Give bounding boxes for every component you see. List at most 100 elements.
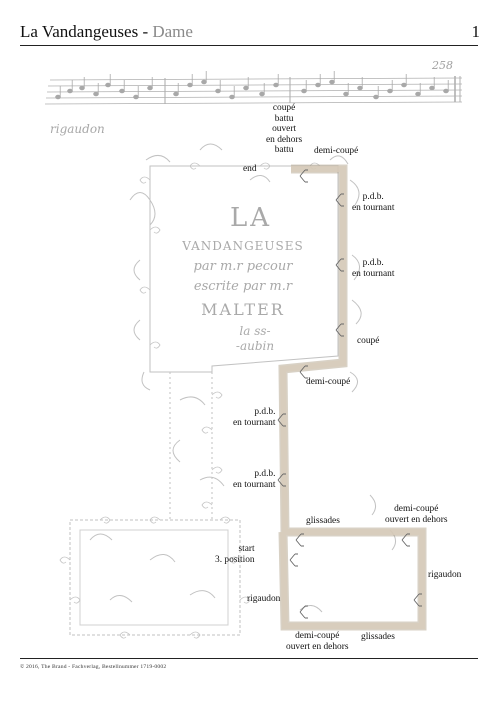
music-note	[229, 94, 235, 100]
step-label-top-stack: coupé battu ouvert en dehors battu	[266, 103, 303, 156]
music-note	[401, 82, 407, 88]
music-note	[67, 88, 73, 94]
frame-tendril	[99, 516, 111, 524]
step-label-pdb-1: p.d.b. en tournant	[352, 192, 395, 213]
music-note	[301, 88, 307, 94]
music-note	[93, 91, 99, 97]
step-symbol	[413, 593, 422, 607]
frame-tendril	[149, 516, 161, 524]
cartouche-line-1: LA	[230, 203, 272, 233]
music-note	[243, 85, 249, 91]
step-symbol	[277, 473, 286, 487]
frame-tendril	[189, 162, 201, 170]
music-note	[329, 79, 335, 85]
dance-path	[278, 164, 427, 631]
step-symbol	[277, 413, 286, 427]
music-note	[429, 85, 435, 91]
title-separator: -	[138, 22, 153, 41]
music-note	[215, 88, 221, 94]
dance-role: Dame	[152, 22, 193, 41]
music-note	[259, 91, 265, 97]
dance-title: La Vandangeuses - Dame	[20, 22, 193, 42]
music-note	[105, 82, 111, 88]
step-label-rigaudon-right: rigaudon	[428, 570, 462, 580]
frame-tendril	[59, 556, 71, 564]
music-note	[373, 94, 379, 100]
dance-name: La Vandangeuses	[20, 22, 139, 41]
step-label-pdb-3: p.d.b. en tournant	[233, 407, 276, 428]
music-notes	[55, 71, 449, 100]
step-symbol	[299, 365, 308, 379]
step-symbol	[335, 258, 344, 272]
step-label-demi-coupe-top: demi-coupé	[314, 146, 359, 156]
step-label-rigaudon-left: rigaudon	[247, 594, 281, 604]
step-symbol	[335, 323, 344, 337]
step-symbol	[289, 553, 298, 567]
page-number: 1	[471, 22, 481, 41]
copyright-footer: © 2016, The Brand - Fachverlag, Bestelln…	[20, 664, 167, 670]
step-label-pdb-2: p.d.b. en tournant	[352, 258, 395, 279]
step-symbol	[401, 533, 410, 547]
frame-tendril	[201, 426, 213, 434]
frame-tendril	[139, 176, 151, 184]
music-note	[79, 85, 85, 91]
music-note	[273, 82, 279, 88]
music-note	[147, 85, 153, 91]
step-label-demi-coupe-right: demi-coupé ouvert en dehors	[385, 504, 448, 525]
frame-tendril	[239, 596, 251, 604]
step-symbol	[299, 605, 308, 619]
frame-tendril	[219, 516, 231, 524]
step-label-demi-coupe-bottom: demi-coupé ouvert en dehors	[286, 631, 349, 652]
step-label-pdb-4: p.d.b. en tournant	[233, 469, 276, 490]
cartouche-line-4: escrite par m.r	[194, 279, 293, 294]
step-symbol	[299, 169, 308, 183]
music-note	[187, 82, 193, 88]
music-note	[315, 82, 321, 88]
frame-tendril	[189, 631, 201, 639]
frame-tendril	[259, 162, 271, 170]
step-symbol	[335, 193, 344, 207]
frame-tendril	[201, 501, 213, 509]
cartouche-line-2: VANDANGEUSES	[181, 239, 303, 253]
step-label-start: start 3. position	[215, 544, 255, 565]
header-rule	[20, 45, 478, 46]
dance-path-track	[278, 164, 427, 631]
frame-tendril	[211, 391, 223, 399]
step-label-glissades-2: glissades	[361, 632, 395, 642]
music-note	[415, 91, 421, 97]
frame-tendril	[149, 226, 161, 234]
music-note	[387, 88, 393, 94]
cartouche-line-5: MALTER	[201, 300, 285, 319]
frame-tendril	[149, 341, 161, 349]
step-symbol	[295, 533, 304, 547]
step-label-coupe: coupé	[357, 336, 380, 346]
music-note	[343, 91, 349, 97]
frame-tendril	[69, 596, 81, 604]
music-caption: rigaudon	[50, 122, 105, 136]
music-note	[119, 88, 125, 94]
music-note	[357, 85, 363, 91]
manuscript-page-mark: 258	[431, 59, 453, 72]
cartouche-line-6: la ss-	[239, 324, 270, 338]
step-symbols	[277, 169, 422, 619]
music-staff	[44, 76, 463, 105]
music-note	[55, 94, 61, 100]
frame-tendril	[229, 556, 241, 564]
dance-path-fill	[279, 166, 425, 629]
step-label-end: end	[243, 164, 257, 174]
page-header: La Vandangeuses - Dame 1	[20, 22, 480, 44]
frame-tendril	[119, 631, 131, 639]
music-note	[443, 88, 449, 94]
music-note	[201, 79, 207, 85]
footer-rule	[20, 658, 478, 659]
step-label-demi-coupe-mid: demi-coupé	[306, 377, 351, 387]
step-label-glissades-1: glissades	[306, 516, 340, 526]
music-note	[173, 91, 179, 97]
cartouche-line-3: par m.r pecour	[194, 259, 294, 274]
frame-tendril	[139, 286, 151, 294]
cartouche-line-7: -aubin	[236, 339, 274, 353]
frame-tendril	[211, 466, 223, 474]
music-note	[133, 94, 139, 100]
title-cartouche: LA VANDANGEUSES par m.r pecour escrite p…	[181, 203, 303, 353]
